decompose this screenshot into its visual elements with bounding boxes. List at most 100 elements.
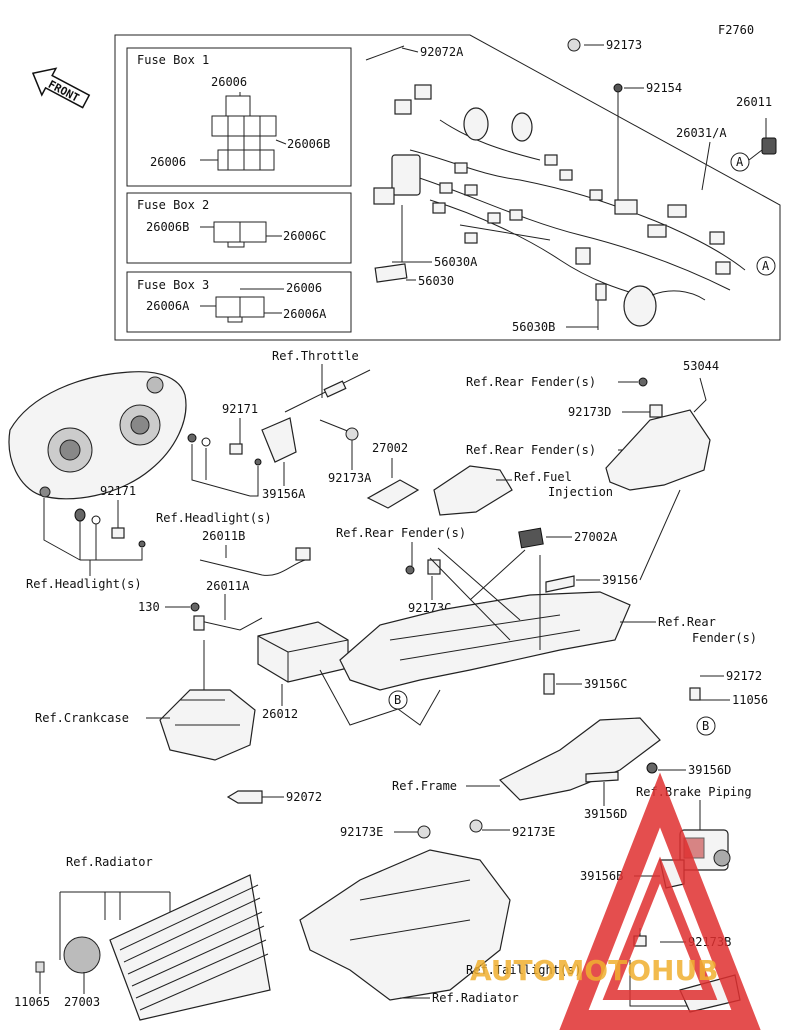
part-label: 26006 bbox=[150, 155, 186, 169]
callout-26012: 26012 bbox=[262, 707, 298, 721]
ref-taillight: Ref.Taillight(s) bbox=[466, 963, 582, 977]
clip-icon bbox=[567, 38, 581, 52]
marker-a-icon bbox=[756, 256, 776, 276]
callout-92154: 92154 bbox=[646, 81, 682, 95]
callout-53044: 53044 bbox=[683, 359, 719, 373]
callout-130: 130 bbox=[138, 600, 160, 614]
callout-92072: 92072 bbox=[286, 790, 322, 804]
headlight-assembly bbox=[8, 371, 187, 500]
fuse-box-title: Fuse Box 3 bbox=[137, 278, 209, 292]
callout-39156D-2: 39156D bbox=[584, 807, 627, 821]
callout-26011A: 26011A bbox=[206, 579, 250, 593]
fuse-box-title: Fuse Box 2 bbox=[137, 198, 209, 212]
ref-headlight-upper: Ref.Headlight(s) bbox=[156, 511, 272, 525]
radiator-part bbox=[109, 874, 271, 1021]
bracket-39156A bbox=[261, 417, 297, 463]
callout-92173E-left: 92173E bbox=[340, 825, 383, 839]
page-code: F2760 bbox=[718, 23, 754, 37]
callout-56030A: 56030A bbox=[434, 255, 478, 269]
ref-fuel-1: Ref.Fuel bbox=[514, 470, 572, 484]
callout-27003: 27003 bbox=[64, 995, 100, 1009]
clip-icon bbox=[345, 427, 359, 441]
callout-27002: 27002 bbox=[372, 441, 408, 455]
callout-26011B: 26011B bbox=[202, 529, 245, 543]
harness-frame bbox=[114, 34, 781, 341]
ref-headlight-lower: Ref.Headlight(s) bbox=[26, 577, 142, 591]
terminal-icon bbox=[193, 615, 205, 631]
callout-26031A: 26031/A bbox=[676, 126, 727, 140]
fuse-block-icon bbox=[200, 221, 282, 248]
callout-56030B: 56030B bbox=[512, 320, 555, 334]
screw-icon bbox=[613, 83, 623, 93]
callout-39156: 39156 bbox=[602, 573, 638, 587]
callout-56030: 56030 bbox=[418, 274, 454, 288]
callout-92172: 92172 bbox=[726, 669, 762, 683]
callout-92173: 92173 bbox=[606, 38, 642, 52]
callout-11065: 11065 bbox=[14, 995, 50, 1009]
pad-39156C bbox=[543, 673, 555, 695]
main-wiring-harness bbox=[373, 84, 746, 327]
relay-icon bbox=[761, 137, 777, 155]
ref-radiator-upper: Ref.Radiator bbox=[66, 855, 153, 869]
relay-icon bbox=[518, 527, 544, 549]
terminal-icon bbox=[295, 547, 311, 561]
part-label: 26006A bbox=[146, 299, 190, 313]
front-arrow-icon: FRONT bbox=[31, 67, 91, 109]
callout-39156A: 39156A bbox=[262, 487, 306, 501]
part-label: 26006B bbox=[146, 220, 189, 234]
callout-92173D: 92173D bbox=[568, 405, 611, 419]
fuse-block-icon bbox=[200, 288, 284, 323]
marker-b: B bbox=[394, 693, 401, 707]
battery-part bbox=[257, 621, 349, 683]
ref-rear-fender-1: Ref.Rear Fender(s) bbox=[466, 375, 596, 389]
pad-39156 bbox=[545, 575, 575, 593]
ref-rear-fender-3: Ref.Rear Fender(s) bbox=[336, 526, 466, 540]
fuse-box-3: Fuse Box 3 26006 26006A 26006A bbox=[126, 271, 352, 333]
wire-tie-icon bbox=[226, 790, 263, 804]
callout-39156D-1: 39156D bbox=[688, 763, 731, 777]
marker-b-icon bbox=[696, 716, 716, 736]
callout-39156C: 39156C bbox=[584, 677, 627, 691]
ecu-part bbox=[433, 465, 513, 516]
ref-frame: Ref.Frame bbox=[392, 779, 457, 793]
callout-27002A: 27002A bbox=[574, 530, 618, 544]
fuse-box-1: Fuse Box 1 26006 26006B 26006 bbox=[126, 47, 352, 187]
callout-92173A: 92173A bbox=[328, 471, 372, 485]
undertray-part bbox=[299, 849, 511, 1001]
fuse-block-icon bbox=[200, 92, 287, 171]
throttle-cable-part bbox=[284, 369, 371, 433]
callout-26011: 26011 bbox=[736, 95, 772, 109]
rear-subframe-tray bbox=[339, 591, 631, 691]
frame-part bbox=[498, 717, 661, 801]
part-label: 26006C bbox=[283, 229, 326, 243]
callout-92173E-right: 92173E bbox=[512, 825, 555, 839]
callout-92171-upper: 92171 bbox=[222, 402, 258, 416]
callout-92171-lower: 92171 bbox=[100, 484, 136, 498]
part-label: 26006 bbox=[286, 281, 322, 295]
ref-rear-fender-4a: Ref.Rear bbox=[658, 615, 716, 629]
marker-a-icon bbox=[730, 152, 750, 172]
rear-fender-bracket bbox=[605, 409, 711, 491]
ref-rear-fender-2: Ref.Rear Fender(s) bbox=[466, 443, 596, 457]
ref-crankcase: Ref.Crankcase bbox=[35, 711, 129, 725]
ecu-part bbox=[366, 479, 420, 509]
crankcase-part bbox=[159, 689, 256, 761]
part-label: 26006A bbox=[283, 307, 327, 321]
marker-a: A bbox=[736, 155, 744, 169]
callout-11056: 11056 bbox=[732, 693, 768, 707]
part-label: 26006 bbox=[211, 75, 247, 89]
part-label: 26006B bbox=[287, 137, 330, 151]
ref-radiator-lower: Ref.Radiator bbox=[432, 991, 519, 1005]
watermark-logo-icon bbox=[559, 772, 761, 1030]
ref-rear-fender-4b: Fender(s) bbox=[692, 631, 757, 645]
callout-92072A: 92072A bbox=[420, 45, 464, 59]
watermark-text: AUTOMOTOHUB bbox=[470, 954, 719, 987]
marker-b: B bbox=[702, 719, 709, 733]
ref-throttle: Ref.Throttle bbox=[272, 349, 359, 363]
fuse-box-2: Fuse Box 2 26006B 26006C bbox=[126, 192, 352, 264]
callout-39156B: 39156B bbox=[580, 869, 623, 883]
fan-icon bbox=[63, 936, 101, 974]
marker-a: A bbox=[762, 259, 770, 273]
fuse-box-title: Fuse Box 1 bbox=[137, 53, 209, 67]
